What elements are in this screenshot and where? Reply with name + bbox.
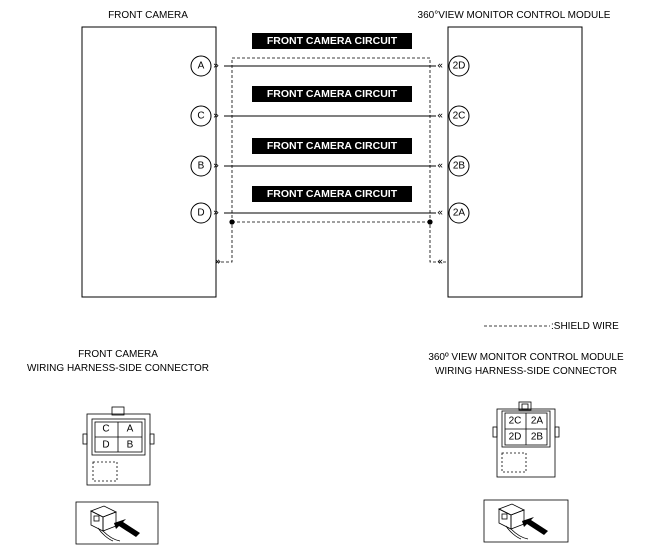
right-connector-cell: 2C xyxy=(509,416,522,427)
circuit-label-text: FRONT CAMERA CIRCUIT xyxy=(267,35,398,47)
circuit-label-text: FRONT CAMERA CIRCUIT xyxy=(267,88,398,100)
left-pin-C: C » xyxy=(190,105,219,127)
right-pin-2C: 2C « xyxy=(437,105,470,127)
svg-text:D: D xyxy=(197,208,204,219)
right-connector xyxy=(492,401,560,478)
right-connector-cell: 2D xyxy=(509,432,522,443)
shield-junction xyxy=(229,219,433,225)
left-connector-cell: C xyxy=(102,424,109,435)
right-connector-cell: 2A xyxy=(531,416,544,427)
circuit-label-4: FRONT CAMERA CIRCUIT xyxy=(252,186,412,202)
connector-view-arrow-icon xyxy=(483,499,569,543)
circuit-wires xyxy=(224,65,436,214)
svg-text:2B: 2B xyxy=(453,161,466,172)
circuit-label-1: FRONT CAMERA CIRCUIT xyxy=(252,33,412,49)
connector-chevron-icon: » xyxy=(213,161,219,172)
shield-chevron-icon: » xyxy=(215,257,221,268)
right-connector-title-2: WIRING HARNESS-SIDE CONNECTOR xyxy=(435,366,617,377)
connector-view-arrow-icon xyxy=(75,501,159,545)
svg-text:2A: 2A xyxy=(453,208,466,219)
circuit-label-3: FRONT CAMERA CIRCUIT xyxy=(252,138,412,154)
left-connector-cell: A xyxy=(127,424,134,435)
left-pin-A: A » xyxy=(190,55,219,77)
shield-wire-legend: :SHIELD WIRE xyxy=(484,321,619,332)
connector-chevron-icon: « xyxy=(437,208,443,219)
connector-chevron-icon: » xyxy=(213,61,219,72)
right-pin-2B: 2B « xyxy=(437,155,470,177)
circuit-label-text: FRONT CAMERA CIRCUIT xyxy=(267,188,398,200)
svg-text:2D: 2D xyxy=(453,61,466,72)
circuit-label-text: FRONT CAMERA CIRCUIT xyxy=(267,140,398,152)
left-pin-B: B » xyxy=(190,155,219,177)
svg-text:B: B xyxy=(198,161,205,172)
front-camera-box xyxy=(81,26,217,298)
front-camera-title: FRONT CAMERA xyxy=(108,10,188,21)
left-connector-cell: D xyxy=(102,440,109,451)
shield-wire xyxy=(216,57,448,263)
left-connector-title-1: FRONT CAMERA xyxy=(78,349,158,360)
svg-text:2C: 2C xyxy=(453,111,466,122)
right-connector-title-1: 360º VIEW MONITOR CONTROL MODULE xyxy=(428,352,624,363)
right-pin-2D: 2D « xyxy=(437,55,470,77)
connector-chevron-icon: « xyxy=(437,61,443,72)
left-connector xyxy=(82,406,155,486)
shield-chevron-icon: « xyxy=(437,257,443,268)
left-connector-cell: B xyxy=(127,440,134,451)
legend-label: :SHIELD WIRE xyxy=(551,321,619,332)
connector-chevron-icon: « xyxy=(437,111,443,122)
connector-chevron-icon: » xyxy=(213,111,219,122)
module-title: 360°VIEW MONITOR CONTROL MODULE xyxy=(418,10,611,21)
svg-text:A: A xyxy=(198,61,205,72)
left-pin-D: D » xyxy=(190,202,219,224)
connector-chevron-icon: » xyxy=(213,208,219,219)
module-box xyxy=(447,26,583,298)
svg-text:C: C xyxy=(197,111,204,122)
circuit-label-2: FRONT CAMERA CIRCUIT xyxy=(252,86,412,102)
right-pin-2A: 2A « xyxy=(437,202,470,224)
connector-chevron-icon: « xyxy=(437,161,443,172)
right-connector-cell: 2B xyxy=(531,432,544,443)
left-connector-title-2: WIRING HARNESS-SIDE CONNECTOR xyxy=(27,363,209,374)
